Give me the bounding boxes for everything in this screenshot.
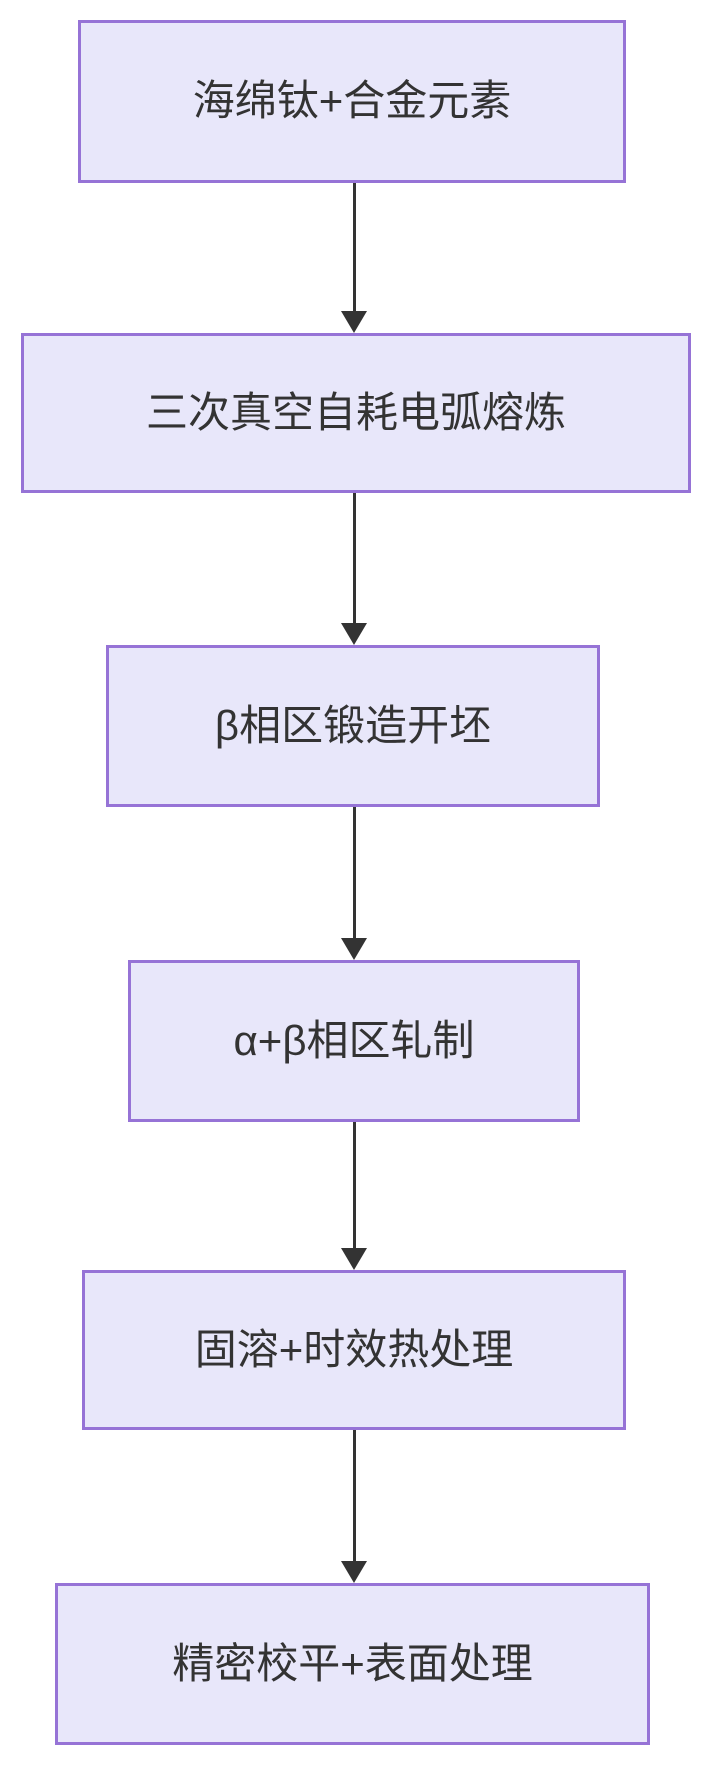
flow-node-alpha-beta-rolling: α+β相区轧制: [128, 960, 580, 1122]
arrow-down-icon: [341, 807, 367, 960]
arrow-down-icon: [341, 1430, 367, 1583]
flow-node-label: β相区锻造开坯: [214, 701, 492, 749]
flow-node-label: 三次真空自耗电弧熔炼: [145, 388, 566, 436]
flow-node-label: 精密校平+表面处理: [172, 1639, 533, 1687]
flow-node-heat-treatment: 固溶+时效热处理: [82, 1270, 626, 1430]
flow-node-finishing: 精密校平+表面处理: [55, 1583, 650, 1745]
arrow-down-icon: [341, 493, 367, 645]
arrow-shaft: [352, 807, 356, 938]
flow-node-label: 海绵钛+合金元素: [192, 77, 512, 125]
flow-node-raw-material: 海绵钛+合金元素: [78, 20, 626, 183]
flow-node-label: α+β相区轧制: [233, 1016, 475, 1064]
arrow-head: [341, 1248, 367, 1270]
arrow-down-icon: [341, 183, 367, 333]
arrow-head: [341, 938, 367, 960]
flow-node-label: 固溶+时效热处理: [194, 1325, 514, 1373]
arrow-shaft: [352, 493, 356, 623]
arrow-head: [341, 311, 367, 333]
arrow-head: [341, 623, 367, 645]
arrow-down-icon: [341, 1122, 367, 1270]
arrow-shaft: [352, 1430, 356, 1561]
flow-node-vacuum-arc-melting: 三次真空自耗电弧熔炼: [21, 333, 691, 493]
arrow-head: [341, 1561, 367, 1583]
flow-node-beta-forging: β相区锻造开坯: [106, 645, 600, 807]
arrow-shaft: [352, 1122, 356, 1248]
arrow-shaft: [352, 183, 356, 311]
